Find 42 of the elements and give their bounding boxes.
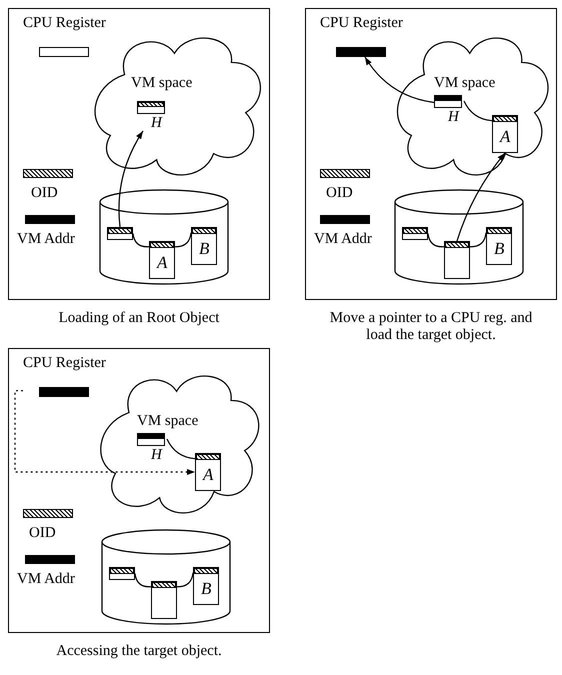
object-label: A bbox=[500, 129, 510, 145]
object-label: A bbox=[203, 467, 214, 483]
cloud-label: VM space bbox=[434, 75, 496, 91]
object-box bbox=[195, 453, 221, 491]
object-box bbox=[193, 567, 219, 605]
object-box bbox=[151, 581, 177, 619]
object-box bbox=[492, 115, 518, 153]
legend-label: VM Addr bbox=[314, 231, 372, 247]
object-label: H bbox=[151, 115, 162, 131]
object-box bbox=[149, 241, 175, 279]
object-box bbox=[402, 227, 428, 240]
arrow bbox=[14, 390, 195, 475]
legend-label: OID bbox=[326, 185, 353, 201]
object-label: B bbox=[494, 241, 504, 257]
object-box bbox=[444, 241, 470, 279]
arrow bbox=[364, 56, 434, 104]
object-label: B bbox=[201, 581, 212, 597]
panel-frame bbox=[8, 8, 270, 300]
panel-caption: Loading of an Root Object bbox=[58, 310, 220, 327]
legend-label: OID bbox=[29, 525, 56, 541]
cloud-label: VM space bbox=[137, 413, 198, 429]
legend-label: OID bbox=[31, 185, 58, 201]
legend-label: VM Addr bbox=[17, 571, 75, 587]
register-label: CPU Register bbox=[23, 355, 106, 371]
object-box bbox=[109, 567, 135, 580]
panel-frame bbox=[8, 348, 270, 633]
legend-label: VM Addr bbox=[17, 231, 75, 247]
object-box bbox=[486, 227, 512, 265]
panel-frame bbox=[305, 8, 557, 300]
object-label: H bbox=[151, 447, 162, 463]
object-label: H bbox=[448, 109, 459, 125]
arrow bbox=[456, 152, 506, 242]
register-label: CPU Register bbox=[23, 15, 106, 31]
register-label: CPU Register bbox=[320, 15, 403, 31]
object-label: A bbox=[157, 255, 168, 271]
panel-caption: Move a pointer to a CPU reg. and load the target object. bbox=[328, 310, 534, 344]
cloud-label: VM space bbox=[131, 75, 192, 91]
object-box bbox=[191, 227, 217, 265]
arrow bbox=[118, 130, 144, 228]
object-box bbox=[107, 227, 133, 240]
panel-caption: Accessing the target object. bbox=[55, 643, 223, 660]
object-label: B bbox=[199, 241, 210, 257]
